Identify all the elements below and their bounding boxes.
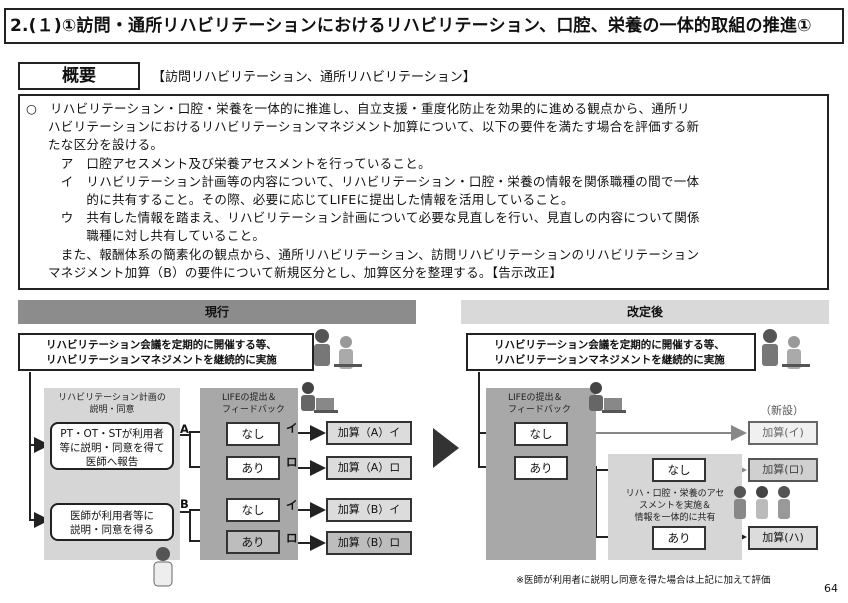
overview-text: ○ リハビリテーション・口腔・栄養を一体的に推進し、自立支援・重度化防止を効果的…	[26, 100, 700, 282]
output-ha: 加算(ハ)	[748, 526, 818, 550]
page-number: 64	[824, 582, 838, 595]
care-team-illustration	[734, 486, 790, 519]
overview-line: マネジメント加算（B）の要件について新規区分とし、加算区分を整理する。【告示改正…	[48, 264, 563, 280]
route-a-label: A	[180, 422, 189, 436]
output-b-i: 加算（B）イ	[326, 498, 412, 522]
doctor-box-line: 説明・同意を得る	[70, 524, 154, 536]
revised-nashi: なし	[514, 422, 568, 446]
integrated-caption: リハ・口腔・栄養のアセ スメントを実施＆ 情報を一体的に共有	[608, 488, 742, 524]
revised-meeting-box: リハビリテーション会議を定期的に開催する等、 リハビリテーションマネジメントを継…	[466, 333, 756, 371]
overview-subtitle: 【訪問リハビリテーション、通所リハビリテーション】	[152, 70, 476, 85]
meeting-line: リハビリテーションマネジメントを継続的に実施	[494, 354, 725, 366]
output-a-i: 加算（A）イ	[326, 421, 412, 445]
meeting-line: リハビリテーションマネジメントを継続的に実施	[46, 354, 277, 366]
computer-worker-illustration	[589, 382, 626, 413]
current-a-nashi: なし	[226, 422, 280, 446]
plan-caption-line: リハビリテーション計画の	[58, 393, 166, 403]
overview-line: たな区分を設ける。	[48, 137, 164, 153]
integrated-caption-line: スメントを実施＆	[638, 501, 711, 511]
computer-worker-illustration	[301, 382, 338, 413]
overview-line: イ リハビリテーション計画等の内容について、リハビリテーション・口腔・栄養の情報…	[48, 173, 700, 189]
page-title: 2.(１)①訪問・通所リハビリテーションにおけるリハビリテーション、口腔、栄養の…	[4, 8, 844, 44]
integrated-caption-line: リハ・口腔・栄養のアセ	[625, 489, 725, 499]
overview-line: ウ 共有した情報を踏まえ、リハビリテーション計画について必要な見直しを行い、見直…	[48, 210, 700, 226]
life-caption: LIFEの提出＆ フィードバック	[200, 392, 298, 416]
life-caption-line: フィードバック	[222, 405, 285, 415]
route-b-label: B	[180, 497, 189, 511]
output-a-ro: 加算（A）ロ	[326, 456, 412, 480]
doctor-box-line: 医師が利用者等に	[70, 510, 154, 522]
transition-arrow-icon	[433, 428, 459, 468]
current-meeting-box: リハビリテーション会議を定期的に開催する等、 リハビリテーションマネジメントを継…	[18, 333, 314, 371]
pt-ot-st-box: PT・OT・STが利用者 等に説明・同意を得て 医師へ報告	[50, 422, 174, 470]
life-caption-line: LIFEの提出＆	[222, 393, 277, 403]
pt-box-line: PT・OT・STが利用者	[60, 428, 164, 440]
doctor-illustration	[153, 547, 173, 587]
mark-ro: ロ	[286, 455, 298, 469]
therapist-patient-illustration	[314, 329, 362, 369]
integrated-caption-line: 情報を一体的に共有	[634, 513, 716, 523]
overview-line: 職種に対し共有していること。	[48, 228, 266, 244]
plan-caption: リハビリテーション計画の 説明・同意	[44, 392, 180, 416]
mark-i: イ	[286, 421, 298, 435]
revised-ari: あり	[514, 456, 568, 480]
life-caption-line: フィードバック	[508, 405, 571, 415]
life-caption: LIFEの提出＆ フィードバック	[486, 392, 596, 416]
overview-line: ハビリテーションにおけるリハビリテーションマネジメント加算について、以下の要件を…	[48, 119, 700, 135]
current-header: 現行	[18, 300, 416, 324]
pt-box-line: 医師へ報告	[85, 456, 139, 468]
new-label: （新設）	[760, 404, 804, 417]
current-a-ari: あり	[226, 456, 280, 480]
overview-line: ○ リハビリテーション・口腔・栄養を一体的に推進し、自立支援・重度化防止を効果的…	[26, 101, 690, 116]
meeting-line: リハビリテーション会議を定期的に開催する等、	[46, 339, 277, 351]
overview-box: ○ リハビリテーション・口腔・栄養を一体的に推進し、自立支援・重度化防止を効果的…	[18, 94, 829, 290]
revised-header: 改定後	[461, 300, 829, 324]
mark-i: イ	[286, 498, 298, 512]
current-b-ari: あり	[226, 530, 280, 554]
integrated-nashi: なし	[652, 458, 706, 482]
footnote: ※医師が利用者に説明し同意を得た場合は上記に加えて評価	[516, 575, 771, 586]
integrated-ari: あり	[652, 526, 706, 550]
overview-line: また、報酬体系の簡素化の観点から、通所リハビリテーション、訪問リハビリテーション…	[48, 246, 700, 262]
overview-line: ア 口腔アセスメント及び栄養アセスメントを行っていること。	[48, 155, 431, 171]
doctor-consent-box: 医師が利用者等に 説明・同意を得る	[50, 503, 174, 541]
meeting-line: リハビリテーション会議を定期的に開催する等、	[494, 339, 725, 351]
life-caption-line: LIFEの提出＆	[508, 393, 563, 403]
output-i: 加算(イ)	[748, 421, 818, 445]
current-b-nashi: なし	[226, 498, 280, 522]
mark-ro: ロ	[286, 531, 298, 545]
output-b-ro: 加算（B）ロ	[326, 531, 412, 555]
therapist-patient-illustration	[762, 329, 810, 369]
pt-box-line: 等に説明・同意を得て	[59, 442, 165, 454]
plan-caption-line: 説明・同意	[89, 405, 135, 415]
output-ro: 加算(ロ)	[748, 458, 818, 482]
overview-tag: 概要	[18, 62, 140, 90]
overview-line: 的に共有すること。その際、必要に応じてLIFEに提出した情報を活用していること。	[48, 192, 574, 208]
